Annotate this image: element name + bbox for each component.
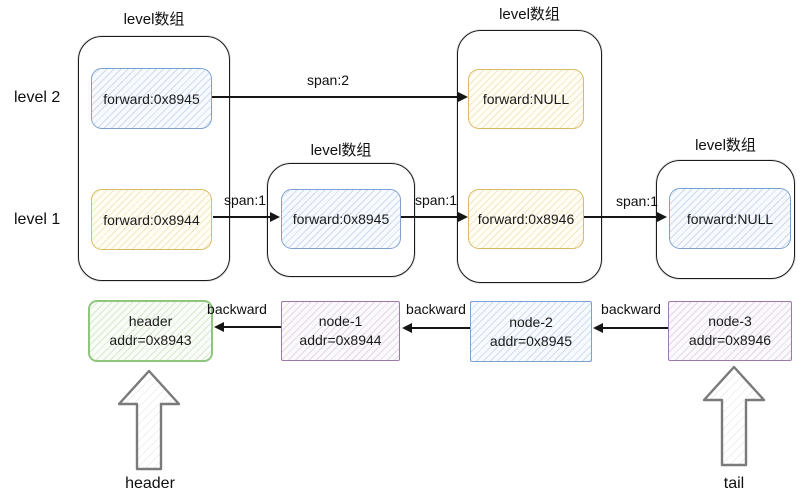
forward-cell-node2-level2: forward:NULL — [468, 69, 584, 129]
span-1-arrowhead-b-icon — [458, 212, 468, 222]
level-1-row-label: level 1 — [14, 211, 61, 228]
backward-label-2: backward — [406, 301, 466, 317]
header-pointer-up-arrow-icon — [117, 369, 181, 471]
level-2-row-label: level 2 — [14, 89, 61, 106]
span-2-label: span:2 — [306, 72, 350, 88]
span-1-arrowhead-a-icon — [270, 212, 280, 222]
node-2-name: node-2 — [509, 313, 553, 330]
backward-label-3: backward — [601, 301, 661, 317]
node-3-name: node-3 — [708, 313, 752, 329]
tail-pointer-up-arrow-icon — [702, 365, 766, 467]
forward-cell-header-level2: forward:0x8945 — [91, 68, 212, 129]
level-array-title-node2: level数组 — [499, 6, 560, 23]
backward-arrowhead-1-icon — [214, 322, 224, 332]
backward-arrow-line-3 — [602, 327, 668, 329]
node-1-name: node-1 — [318, 313, 363, 329]
span-2-arrow-line — [212, 96, 458, 98]
header-pointer-label: header — [125, 475, 175, 492]
backward-arrow-line-1 — [223, 326, 281, 328]
forward-cell-node1-level1: forward:0x8945 — [281, 189, 401, 249]
forward-cell-node3-level1: forward:NULL — [669, 188, 791, 249]
forward-cell-node2-level1: forward:0x8946 — [468, 189, 584, 249]
node-header-box: header addr=0x8943 — [88, 300, 213, 362]
level-array-title-node1: level数组 — [310, 142, 372, 159]
span-2-arrowhead-icon — [458, 92, 468, 102]
span-1-label-b: span:1 — [414, 192, 458, 208]
node-2-addr: addr=0x8945 — [489, 332, 573, 349]
tail-pointer-label: tail — [723, 475, 745, 492]
forward-cell-header-level1: forward:0x8944 — [91, 189, 212, 250]
span-1-arrow-line-b — [401, 216, 458, 218]
span-1-arrowhead-c-icon — [657, 212, 667, 222]
backward-arrow-line-2 — [411, 327, 470, 329]
node-header-name: header — [128, 313, 173, 329]
node-3-box: node-3 addr=0x8946 — [668, 301, 792, 361]
node-3-addr: addr=0x8946 — [688, 332, 772, 348]
backward-arrowhead-2-icon — [402, 323, 412, 333]
level-array-title-node3: level数组 — [695, 137, 756, 154]
span-1-arrow-line-a — [213, 216, 270, 218]
span-1-arrow-line-c — [584, 216, 657, 218]
node-1-box: node-1 addr=0x8944 — [281, 301, 400, 361]
backward-arrowhead-3-icon — [593, 323, 603, 333]
node-1-addr: addr=0x8944 — [299, 332, 382, 348]
node-2-box: node-2 addr=0x8945 — [470, 301, 592, 362]
span-1-label-c: span:1 — [615, 193, 659, 209]
node-header-addr: addr=0x8943 — [109, 332, 192, 348]
level-array-title-header: level数组 — [123, 11, 185, 28]
backward-label-1: backward — [207, 301, 267, 317]
span-1-label-a: span:1 — [223, 192, 267, 208]
